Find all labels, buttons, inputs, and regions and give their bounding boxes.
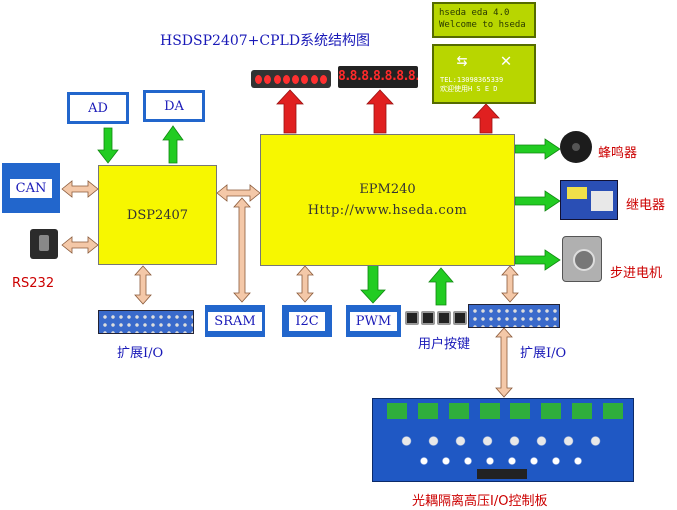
pwm-label: PWM (349, 311, 398, 331)
ad-block: AD (67, 92, 129, 124)
epm-7seg-arrow (366, 89, 394, 134)
epm240-url: Http://www.hseda.com (307, 203, 468, 218)
i2c-block: I2C (282, 305, 332, 337)
usb-icon: ⇆ (456, 50, 468, 71)
sram-label: SRAM (208, 311, 262, 331)
sram-block: SRAM (205, 305, 265, 337)
rs232-dsp-arrow (61, 236, 99, 254)
da-block: DA (143, 90, 205, 122)
stepper-motor-icon (562, 236, 602, 282)
rs232-label: RS232 (12, 276, 55, 291)
lcd-12864: ⇆ ✕ TEL:13098365339 欢迎使用H S E D (432, 44, 536, 104)
can-dsp-arrow (61, 180, 99, 198)
lcd-1602: hseda eda 4.0 Welcome to hseda (432, 2, 536, 38)
can-label: CAN (9, 178, 53, 198)
lcd-tel: TEL:13098365339 (440, 76, 504, 84)
ext-io-left-label: 扩展I/O (117, 346, 164, 361)
epm-i2c-arrow (296, 265, 314, 303)
optocoupler-board-image (372, 398, 634, 482)
epm-stepper-arrow (514, 249, 561, 271)
epm-buzzer-arrow (514, 138, 561, 160)
buzzer-icon (560, 131, 592, 163)
epm240-label: EPM240 (359, 182, 416, 197)
optocoupler-board-label: 光耦隔离高压I/O控制板 (412, 494, 548, 509)
epm-lcd-arrow (472, 103, 500, 134)
dsp-extio-arrow (134, 265, 152, 305)
epm-pwm-arrow (360, 261, 386, 304)
keys-epm-arrow (428, 267, 454, 306)
lcd-welcome: 欢迎使用H S E D (440, 85, 498, 93)
user-keys-label: 用户按键 (418, 337, 471, 352)
ext-io-header-right (468, 304, 560, 328)
extio-board-arrow (495, 327, 513, 398)
ad-dsp-arrow (97, 127, 119, 164)
relay-label: 继电器 (626, 198, 666, 213)
ext-io-right-label: 扩展I/O (520, 346, 567, 361)
relay-icon (560, 180, 618, 220)
dsp-epm-arrow (216, 184, 261, 202)
can-block: CAN (2, 163, 60, 213)
epm-extio-arrow (501, 265, 519, 303)
diagram-title: HSDSP2407+CPLD系统结构图 (160, 33, 371, 49)
pwm-block: PWM (346, 305, 401, 337)
seven-segment-display: 8.8.8.8.8.8.8.8. (338, 66, 418, 88)
rs232-connector-icon (30, 229, 58, 259)
buzzer-label: 蜂鸣器 (598, 146, 638, 161)
dsp-da-arrow (162, 125, 184, 164)
epm-led-arrow (276, 89, 304, 134)
bus-sram-arrow (233, 197, 251, 303)
i2c-label: I2C (289, 311, 325, 331)
stepper-label: 步进电机 (610, 266, 663, 281)
epm240-block: EPM240 Http://www.hseda.com (260, 134, 515, 266)
tools-icon: ✕ (500, 50, 512, 71)
user-keys-icon (405, 308, 467, 328)
epm-relay-arrow (514, 190, 561, 212)
dsp2407-block: DSP2407 (98, 165, 217, 265)
ext-io-header-left (98, 310, 194, 334)
lcd-line2: Welcome to hseda (439, 20, 526, 30)
led-bar (251, 70, 331, 88)
lcd-line1: hseda eda 4.0 (439, 8, 510, 18)
